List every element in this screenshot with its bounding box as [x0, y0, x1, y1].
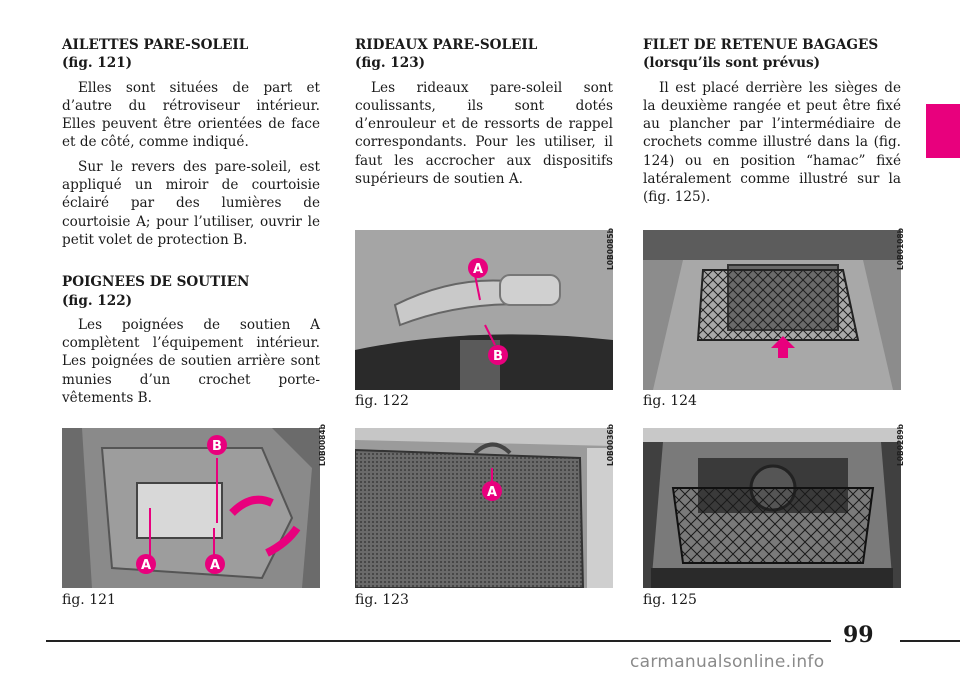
paragraph: Il est placé derrière les sièges de la d…: [643, 79, 901, 206]
figure-caption: fig. 123: [355, 592, 409, 608]
paragraph: Elles sont situées de part et d’autre du…: [62, 79, 320, 151]
figure-code: L0B0085b: [606, 228, 615, 270]
callout-label: A: [210, 558, 220, 573]
column-3: FILET DE RETENUE BAGAGES(lorsqu’ils sont…: [643, 36, 901, 207]
figure-125-image: [643, 428, 901, 588]
column-2: RIDEAUX PARE-SOLEIL(fig. 123) Les rideau…: [355, 36, 613, 188]
figure-124-image: [643, 230, 901, 390]
watermark: carmanualsonline.info: [630, 652, 825, 672]
figure-code: L0B0108b: [896, 228, 905, 270]
heading-grab-handles: POIGNEES DE SOUTIEN(fig. 122): [62, 274, 250, 309]
footer-rule-right: [900, 640, 960, 642]
section-tab: [926, 104, 960, 158]
paragraph: Les rideaux pare-soleil sont coulissants…: [355, 79, 613, 188]
figure-code: L0B0289b: [896, 424, 905, 466]
figure-caption: fig. 121: [62, 592, 116, 608]
figure-caption: fig. 124: [643, 393, 697, 409]
page-number: 99: [843, 622, 874, 648]
footer-rule: [46, 640, 831, 642]
callout-label: B: [493, 349, 503, 364]
heading-sun-visors: AILETTES PARE-SOLEIL(fig. 121): [62, 37, 249, 72]
callout-label: A: [473, 262, 483, 277]
figure-123-image: A: [355, 428, 613, 588]
figure-122-image: A B: [355, 230, 613, 390]
figure-code: L0B0036b: [606, 424, 615, 466]
figure-code: L0B0084b: [318, 424, 327, 466]
figure-caption: fig. 122: [355, 393, 409, 409]
heading-sun-blinds: RIDEAUX PARE-SOLEIL(fig. 123): [355, 37, 538, 72]
callout-label: A: [141, 558, 151, 573]
heading-luggage-net: FILET DE RETENUE BAGAGES(lorsqu’ils sont…: [643, 37, 879, 72]
paragraph: Sur le revers des pare-soleil, est appli…: [62, 158, 320, 248]
figure-caption: fig. 125: [643, 592, 697, 608]
column-1: AILETTES PARE-SOLEIL(fig. 121) Elles son…: [62, 36, 320, 407]
paragraph: Les poignées de soutien A complètent l’é…: [62, 316, 320, 407]
figure-121-image: B A A: [62, 428, 320, 588]
callout-label: B: [212, 439, 222, 454]
callout-label: A: [487, 485, 497, 500]
